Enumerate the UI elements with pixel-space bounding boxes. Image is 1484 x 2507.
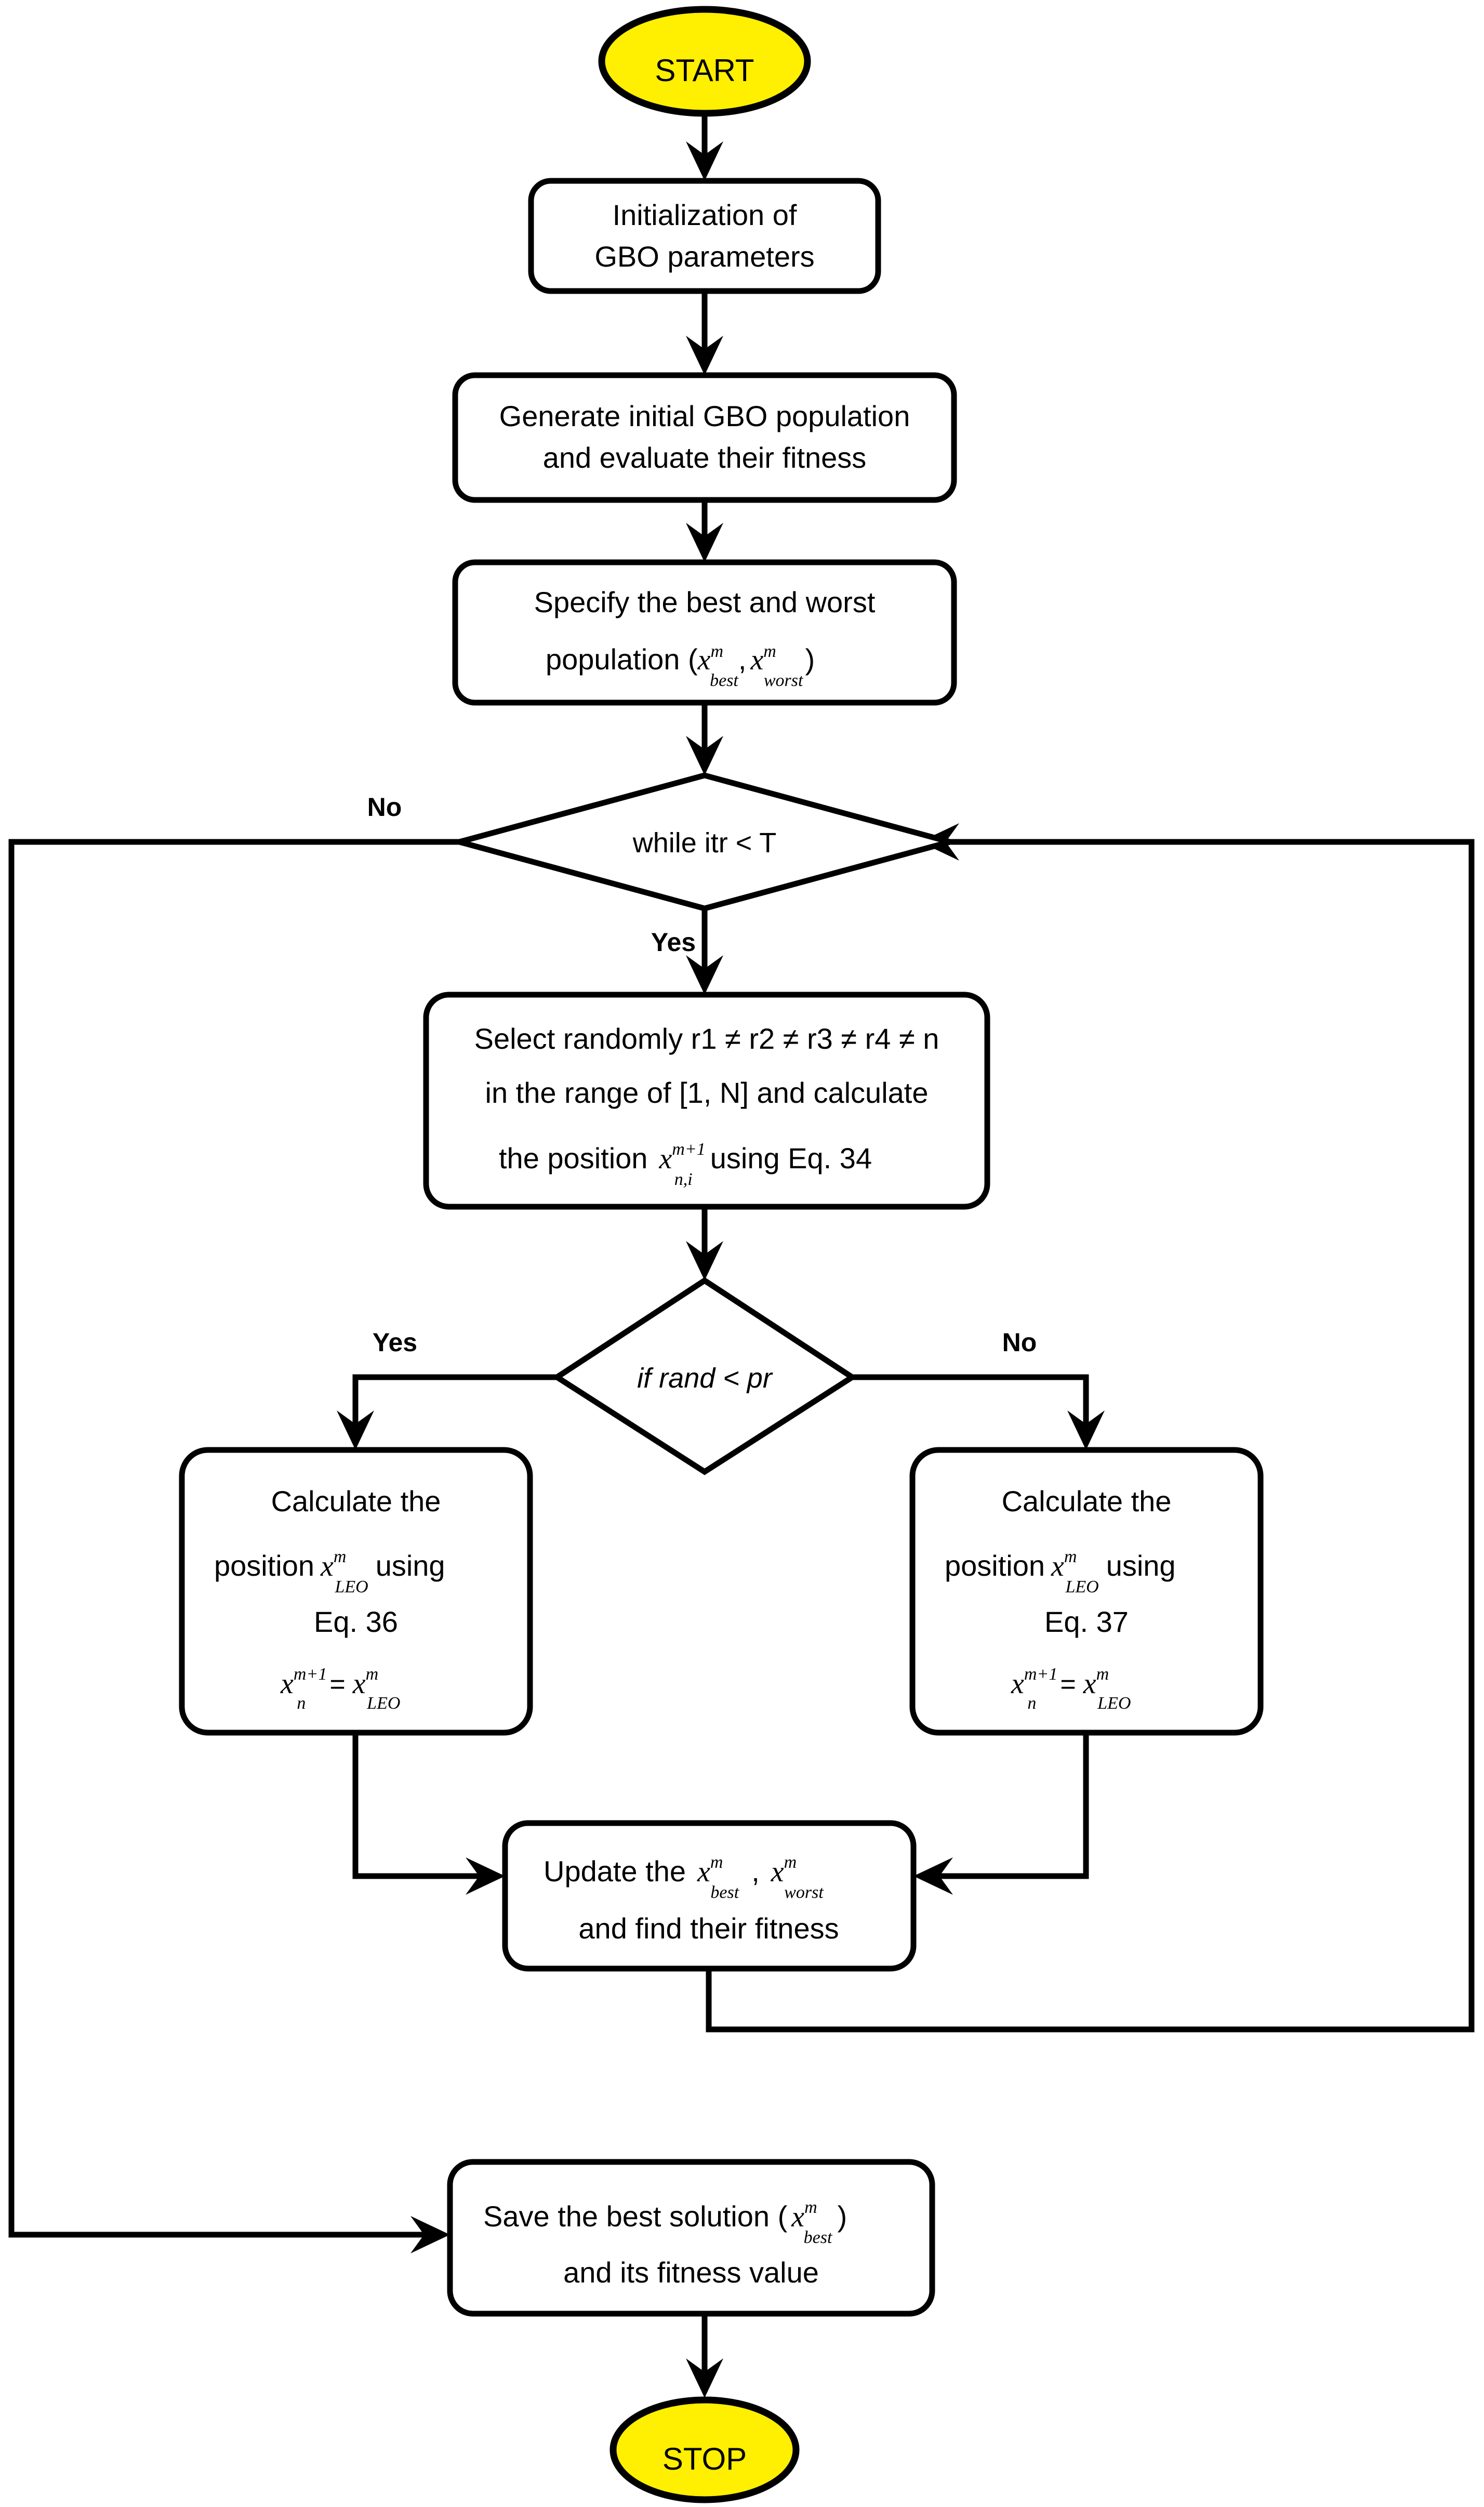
edge-label-rand-no: No — [1002, 1328, 1037, 1357]
edge-label-rand-yes: Yes — [373, 1328, 417, 1357]
node-specify-best-worst[interactable]: Specify the best and worst population (x… — [452, 559, 957, 706]
node-generate-population-line2: and evaluate their fitness — [543, 441, 867, 474]
node-calculate-leo-right-line3: Eq. 37 — [1044, 1605, 1129, 1638]
edge-rand-yes-to-leo-left — [337, 1374, 563, 1450]
edge-while-no-to-save — [8, 839, 489, 2253]
node-calculate-leo-left-line3: Eq. 36 — [314, 1605, 398, 1638]
node-calculate-leo-left-line1: Calculate the — [271, 1485, 441, 1518]
edge-leo-left-to-update — [352, 1733, 505, 1895]
node-while-decision[interactable]: while itr < T — [448, 772, 961, 912]
node-start[interactable]: START — [598, 6, 811, 117]
node-save-best-solution-line2: and its fitness value — [563, 2256, 819, 2289]
node-select-random-line1: Select randomly r1 ≠ r2 ≠ r3 ≠ r4 ≠ n — [474, 1022, 939, 1055]
node-initialization[interactable]: Initialization of GBO parameters — [528, 178, 881, 294]
node-select-random-line2: in the range of [1, N] and calculate — [485, 1076, 929, 1109]
edge-while-yes-to-select — [686, 908, 723, 995]
edge-rand-no-to-leo-right — [846, 1374, 1105, 1450]
edge-save-to-stop — [686, 2314, 723, 2398]
node-specify-best-worst-line1: Specify the best and worst — [534, 586, 876, 618]
node-calculate-leo-right-line1: Calculate the — [1002, 1485, 1172, 1518]
edge-label-while-yes: Yes — [651, 928, 696, 957]
edge-select-to-rand — [686, 1207, 723, 1281]
node-select-random[interactable]: Select randomly r1 ≠ r2 ≠ r3 ≠ r4 ≠ n in… — [423, 992, 990, 1210]
node-initialization-line2: GBO parameters — [594, 240, 814, 273]
node-stop[interactable]: STOP — [610, 2396, 800, 2503]
edge-leo-right-to-update — [913, 1733, 1089, 1895]
node-update-best-worst-line2: and find their fitness — [578, 1912, 839, 1945]
node-generate-population-line1: Generate initial GBO population — [499, 400, 910, 432]
node-stop-label: STOP — [662, 2442, 747, 2476]
node-rand-decision[interactable]: if rand < pr — [551, 1277, 858, 1475]
node-while-decision-label: while itr < T — [632, 827, 777, 859]
edge-init-to-generate — [686, 291, 723, 375]
edge-label-while-no: No — [367, 793, 402, 822]
node-initialization-line1: Initialization of — [613, 199, 797, 231]
node-start-label: START — [655, 53, 754, 88]
edge-specify-to-while — [686, 703, 723, 775]
node-generate-population[interactable]: Generate initial GBO population and eval… — [452, 372, 957, 503]
node-rand-decision-label: if rand < pr — [637, 1363, 773, 1394]
edge-generate-to-specify — [686, 500, 723, 562]
